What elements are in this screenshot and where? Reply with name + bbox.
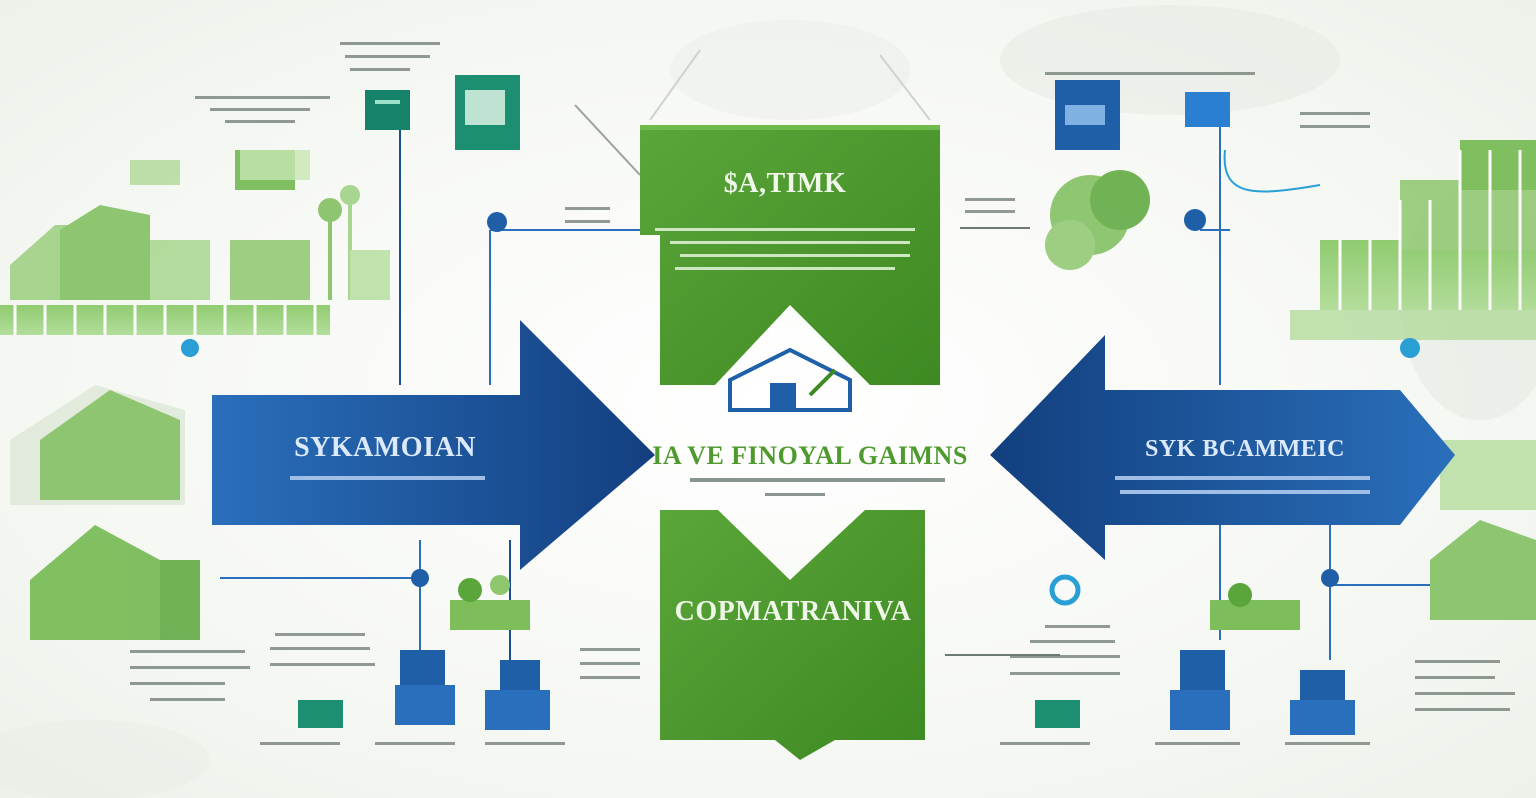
right-landscape <box>1045 140 1536 620</box>
left-arrow-subtitle-line <box>290 476 485 480</box>
house-icon <box>1430 520 1536 620</box>
document-icon <box>298 700 343 728</box>
subtitle-lines <box>655 228 915 270</box>
house-icon <box>10 385 185 505</box>
right-arrow <box>990 335 1455 560</box>
tree-icon <box>318 198 342 300</box>
document-icon <box>1185 92 1230 127</box>
left-arrow-label: SYKAMOIAN <box>294 432 476 463</box>
plant-icon <box>450 575 530 630</box>
greenhouse-icon <box>30 525 200 640</box>
top-panel-label: $A,TIMK <box>723 168 847 199</box>
document-icon <box>365 90 410 130</box>
solar-panel-icon <box>485 660 550 730</box>
solar-panel-icon <box>395 650 455 725</box>
node-markers <box>181 209 1420 606</box>
right-arrow-label: SYK BCAMMEIC <box>1144 436 1345 462</box>
document-icon <box>1055 80 1120 150</box>
right-arrow-subtitle-line <box>1115 476 1370 480</box>
solar-panel-icon <box>1170 650 1230 730</box>
center-subtitle-line <box>690 478 945 482</box>
left-landscape <box>0 150 390 640</box>
solar-panel-icon <box>1290 670 1355 735</box>
plant-icon <box>1210 583 1300 630</box>
center-label: IA VE FINOYAL GAIMNS <box>652 441 968 470</box>
right-arrow-subtitle-line <box>1120 490 1370 494</box>
left-arrow <box>212 320 655 570</box>
connector-lines <box>220 49 1430 660</box>
document-icon <box>455 75 520 150</box>
caption-lines <box>130 42 1515 745</box>
center-subtitle-line <box>765 493 825 496</box>
bottom-panel <box>660 510 925 760</box>
document-icon <box>1035 700 1080 728</box>
bottom-panel-label: COPMATRANIVA <box>674 596 912 627</box>
plant-icon <box>1045 170 1150 270</box>
house-icon <box>728 347 852 412</box>
